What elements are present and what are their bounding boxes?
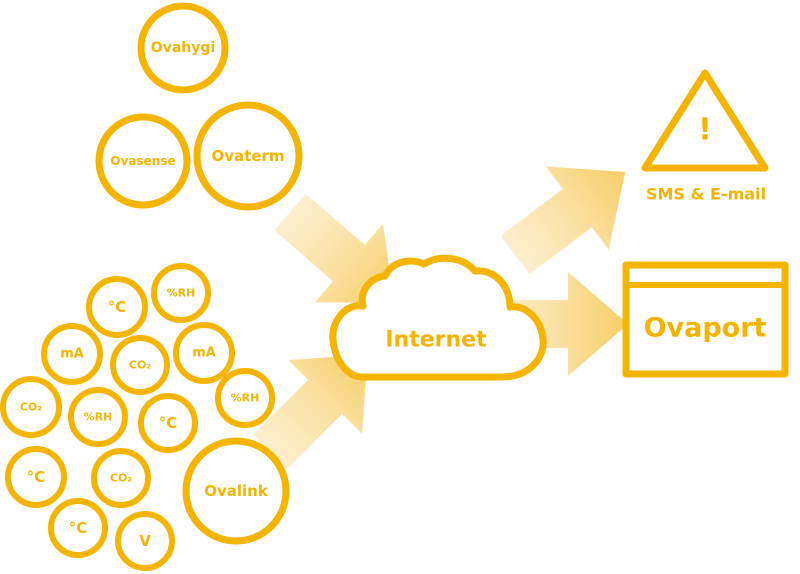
- sensor-celsius: °C: [86, 276, 148, 338]
- sensor-celsius-label: °C: [27, 468, 46, 486]
- sensor-co2-label: CO₂: [110, 472, 132, 485]
- device-ovahygi-label: Ovahygi: [151, 40, 215, 56]
- sensor-milliamp-label: mA: [192, 346, 216, 361]
- alerts-label: SMS & E-mail: [646, 185, 766, 204]
- device-ovalink-label: Ovalink: [204, 482, 269, 500]
- internet-label: Internet: [385, 328, 487, 353]
- sensor-milliamp-label: mA: [60, 347, 84, 362]
- sensor-milliamp: mA: [41, 323, 103, 385]
- arrow-internet-to-alerts: [500, 166, 626, 275]
- internet-node: Internet: [329, 254, 547, 381]
- ovaport-label: Ovaport: [644, 313, 767, 344]
- sensor-co2-label: CO₂: [129, 359, 151, 372]
- arrow-ovalink-to-internet: [253, 354, 368, 469]
- device-ovalink: Ovalink: [182, 437, 290, 545]
- alerts-node: ! SMS & E-mail: [641, 69, 769, 204]
- sensor-celsius-label: °C: [69, 519, 88, 537]
- cloud-icon: [329, 254, 547, 381]
- sensor-volt: V: [115, 511, 175, 571]
- sensor-humidity-label: %RH: [231, 392, 260, 405]
- sensor-milliamp: mA: [173, 322, 235, 384]
- sensor-humidity: %RH: [68, 387, 128, 447]
- device-ovaterm: Ovaterm: [193, 101, 303, 211]
- sensor-co2: CO₂: [91, 448, 151, 508]
- device-ovasense-label: Ovasense: [110, 154, 175, 168]
- sensor-celsius: °C: [48, 498, 108, 558]
- device-ovahygi: Ovahygi: [137, 2, 229, 94]
- sensor-co2: CO₂: [0, 376, 62, 438]
- sensor-humidity: %RH: [151, 263, 211, 323]
- sensor-celsius-label: °C: [108, 298, 127, 316]
- arrow-devices-to-internet: [274, 193, 395, 303]
- sensor-celsius-label: °C: [159, 414, 178, 432]
- sensor-volt-label: V: [139, 532, 151, 550]
- warning-symbol: !: [698, 113, 712, 148]
- sensor-co2-label: CO₂: [20, 401, 42, 414]
- sensor-humidity-label: %RH: [167, 287, 196, 300]
- sensor-celsius: °C: [5, 446, 67, 508]
- sensor-celsius: °C: [138, 393, 198, 453]
- warning-triangle-icon: [641, 69, 769, 172]
- device-ovaterm-label: Ovaterm: [211, 147, 284, 165]
- device-ovasense: Ovasense: [95, 113, 191, 209]
- ovaport-node: Ovaport: [622, 261, 789, 378]
- arrow-internet-to-ovaport: [490, 272, 628, 376]
- sensor-humidity: %RH: [215, 368, 275, 428]
- sensor-co2: CO₂: [110, 335, 170, 395]
- sensor-humidity-label: %RH: [84, 411, 113, 424]
- browser-window-icon: [622, 261, 789, 378]
